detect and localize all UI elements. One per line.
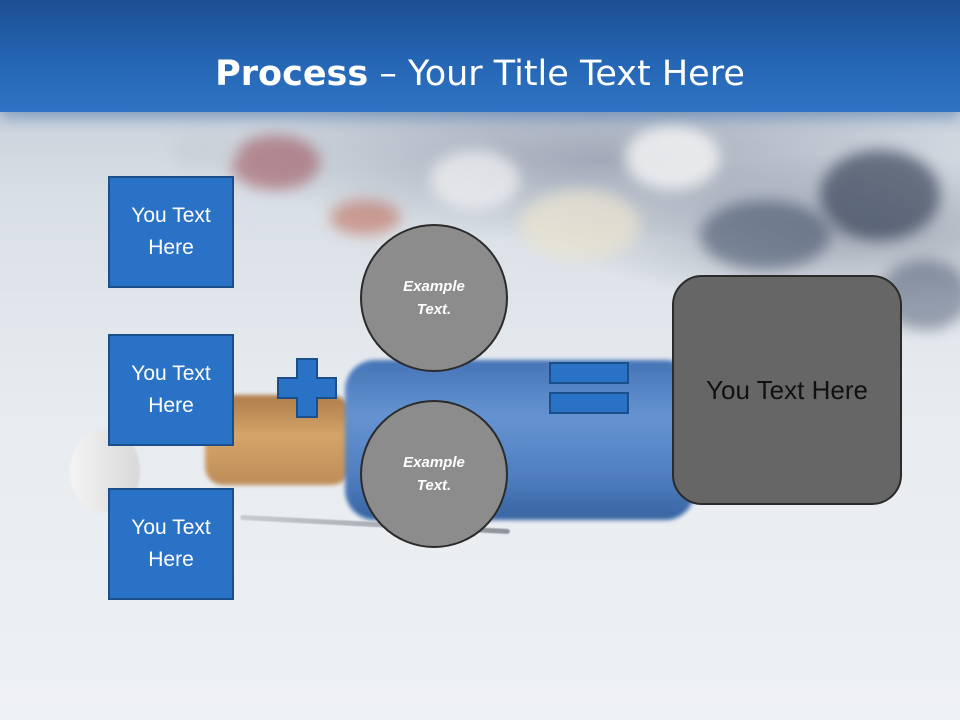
background-button-blur	[230, 135, 320, 190]
background-button-blur	[625, 125, 720, 190]
title-strong: Process	[215, 54, 369, 94]
text-box-label: You Text Here	[131, 204, 211, 259]
background-button-blur	[700, 200, 830, 270]
text-box-3[interactable]: You Text Here	[108, 488, 234, 600]
background-button-blur	[330, 200, 400, 235]
background-button-blur	[520, 190, 640, 260]
circle-label: Example Text.	[403, 278, 465, 318]
circle-label: Example Text.	[403, 454, 465, 494]
result-label: You Text Here	[706, 375, 868, 405]
background-button-blur	[820, 150, 940, 240]
background-button-blur	[430, 150, 520, 210]
example-circle-bottom[interactable]: Example Text.	[360, 400, 508, 548]
slide-title[interactable]: Process – Your Title Text Here	[0, 52, 960, 96]
header-band	[0, 0, 960, 112]
text-box-2[interactable]: You Text Here	[108, 334, 234, 446]
result-box[interactable]: You Text Here	[672, 275, 902, 505]
text-box-1[interactable]: You Text Here	[108, 176, 234, 288]
example-circle-top[interactable]: Example Text.	[360, 224, 508, 372]
plus-icon[interactable]	[276, 357, 338, 419]
text-box-label: You Text Here	[131, 516, 211, 571]
text-box-label: You Text Here	[131, 362, 211, 417]
title-rest: – Your Title Text Here	[368, 54, 745, 94]
equals-icon[interactable]	[549, 362, 629, 414]
background-button-blur	[170, 130, 240, 170]
